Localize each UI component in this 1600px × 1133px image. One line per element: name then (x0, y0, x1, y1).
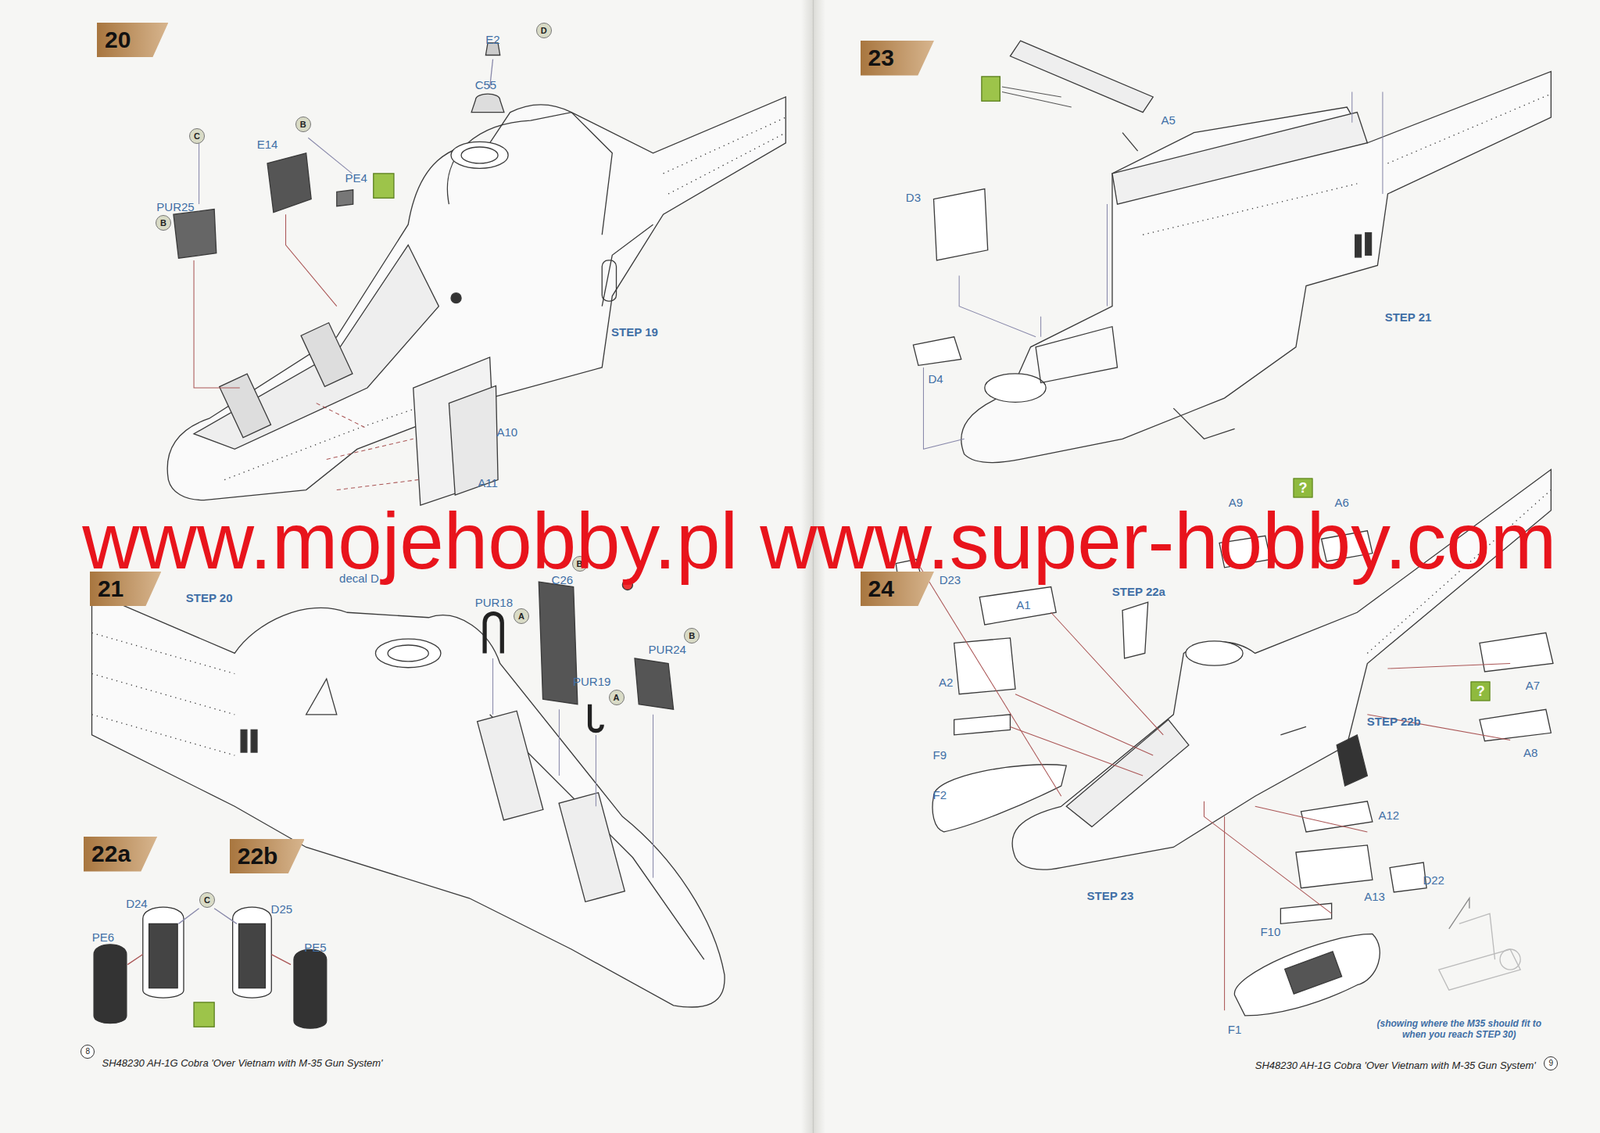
question-icon: ? (1293, 477, 1314, 498)
step-number: 23 (860, 40, 895, 76)
part-label: F2 (933, 787, 948, 801)
glue-letter: A (513, 608, 530, 624)
part-label: E14 (257, 137, 279, 151)
step-badge: 22b (229, 838, 305, 874)
part-label: A13 (1363, 889, 1386, 903)
step-badge: 20 (96, 22, 169, 58)
note: (showing where the M35 should fit to whe… (1365, 1017, 1554, 1040)
part-label: F1 (1227, 1021, 1243, 1035)
question-icon: ? (1471, 680, 1491, 701)
step-reference: STEP 23 (1086, 887, 1134, 902)
glue-letter: B (155, 214, 172, 231)
step-reference: STEP 19 (611, 325, 659, 339)
part-label: PE6 (92, 930, 115, 944)
page-number: 9 (1543, 1055, 1558, 1071)
watermark: www.mojehobby.pl www.super-hobby.com (82, 499, 1557, 584)
glue-letter: C (199, 891, 215, 908)
part-label: D24 (125, 896, 148, 910)
step-number: 22b (229, 838, 279, 874)
part-label: A5 (1161, 112, 1176, 126)
step-reference: STEP 20 (186, 590, 233, 604)
part-label: PE4 (344, 171, 367, 185)
part-label: PE5 (304, 940, 326, 954)
page-footer: SH48230 AH-1G Cobra 'Over Vietnam with M… (102, 1055, 383, 1068)
part-label: D3 (905, 189, 921, 204)
part-label: D22 (1422, 873, 1445, 887)
part-label: A10 (496, 425, 518, 439)
glue-letter: C (189, 128, 205, 144)
part-label: C55 (475, 78, 498, 92)
step-reference: STEP 21 (1385, 309, 1432, 323)
part-label: A12 (1378, 807, 1400, 821)
part-label: D25 (271, 901, 294, 915)
step-reference: STEP 22b (1367, 713, 1422, 727)
glue-letter: B (295, 116, 312, 133)
part-label: A11 (477, 476, 498, 490)
step-reference: STEP 22a (1112, 583, 1166, 598)
part-label: D4 (928, 372, 944, 386)
step-number: 22a (83, 836, 131, 871)
part-label: A8 (1523, 745, 1538, 759)
part-label: A1 (1016, 597, 1031, 611)
part-label: A2 (938, 675, 953, 689)
part-label: PUR24 (648, 642, 687, 656)
part-label: A7 (1525, 677, 1540, 691)
part-label: E2 (485, 32, 500, 46)
glue-letter: A (608, 689, 625, 706)
part-label: PUR19 (572, 673, 611, 688)
part-label: PUR18 (475, 595, 513, 609)
part-label: F10 (1259, 923, 1281, 938)
glue-letter: B (683, 627, 700, 644)
glue-letter: D (536, 22, 552, 39)
step-badge: 23 (860, 40, 935, 76)
part-label: F9 (933, 747, 948, 761)
page-footer: SH48230 AH-1G Cobra 'Over Vietnam with M… (1255, 1058, 1536, 1071)
part-label: PUR25 (156, 199, 194, 213)
step-number: 20 (96, 22, 131, 58)
step-badge: 22a (83, 836, 158, 871)
page-number: 8 (80, 1044, 95, 1059)
